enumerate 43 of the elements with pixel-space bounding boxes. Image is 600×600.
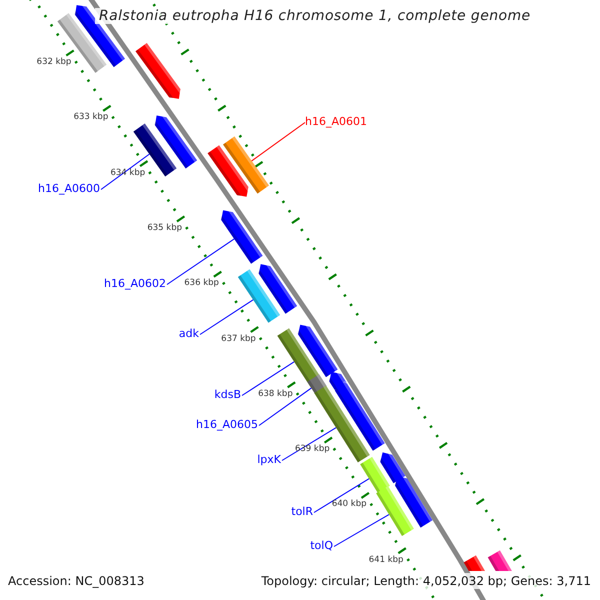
gene-bar bbox=[360, 456, 390, 494]
gene-bar bbox=[314, 386, 370, 462]
gene-feature-block bbox=[394, 476, 432, 528]
gene-label: adk bbox=[178, 327, 199, 340]
gene-label: h16_A0602 bbox=[104, 277, 166, 290]
gene-feature-block bbox=[208, 145, 250, 197]
gene-bar bbox=[488, 550, 512, 571]
leader-line bbox=[282, 427, 337, 461]
leader-line bbox=[242, 361, 295, 396]
leader-line bbox=[100, 154, 150, 190]
gene-bar bbox=[238, 269, 280, 323]
gene-feature-block bbox=[258, 264, 298, 314]
tick-label: 635 kbp bbox=[147, 222, 182, 233]
tick-label: 633 kbp bbox=[74, 112, 108, 122]
gene-feature-block bbox=[380, 452, 406, 484]
gene-bar bbox=[464, 555, 485, 571]
gene-bar bbox=[307, 374, 327, 394]
gene-label: lpxK bbox=[257, 453, 281, 466]
leader-line bbox=[200, 299, 254, 335]
gene-feature-block bbox=[136, 43, 182, 99]
tick-label: 637 kbp bbox=[221, 334, 256, 344]
gene-label: h16_A0601 bbox=[305, 115, 367, 128]
tick-label: 632 kbp bbox=[36, 57, 72, 67]
leader-line bbox=[251, 122, 306, 162]
tick-label: 640 kbp bbox=[332, 499, 366, 510]
tick-label: 636 kbp bbox=[184, 278, 219, 288]
tick-label: 638 kbp bbox=[258, 388, 293, 399]
gene-feature-block bbox=[220, 210, 263, 264]
gene-bar bbox=[376, 486, 414, 536]
gene-label: tolR bbox=[291, 505, 313, 518]
gene-feature-block bbox=[334, 380, 385, 451]
leader-line bbox=[258, 388, 312, 426]
leader-line bbox=[334, 514, 390, 547]
gene-label: h16_A0605 bbox=[196, 418, 258, 431]
gene-feature-block bbox=[298, 324, 338, 378]
gene-label: tolQ bbox=[310, 539, 333, 552]
gene-label: kdsB bbox=[214, 388, 241, 401]
tick-label: 641 kbp bbox=[368, 554, 404, 565]
gene-bar bbox=[223, 136, 269, 194]
leader-line bbox=[166, 238, 235, 285]
gene-label: h16_A0600 bbox=[38, 182, 100, 195]
leader-line bbox=[314, 478, 370, 513]
gene-feature-block bbox=[154, 114, 198, 168]
